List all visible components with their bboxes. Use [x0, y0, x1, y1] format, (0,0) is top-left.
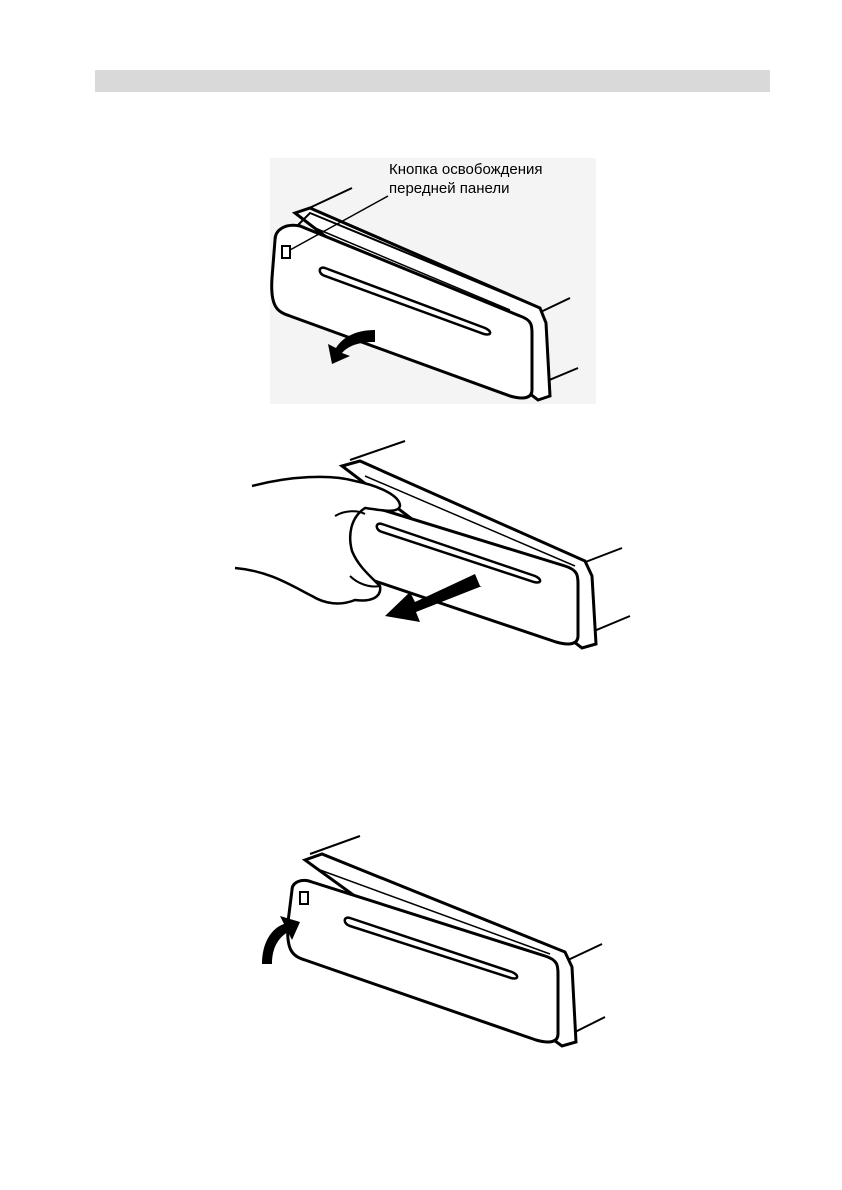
- header-bar: [95, 70, 770, 92]
- callout-line-2: передней панели: [389, 179, 543, 198]
- release-button: [300, 892, 308, 904]
- figure-remove-panel: [230, 436, 640, 650]
- release-button: [282, 246, 290, 258]
- callout-line-1: Кнопка освобождения: [389, 160, 543, 179]
- figure-attach-panel: [250, 832, 610, 1052]
- release-button-callout: Кнопка освобождения передней панели: [389, 160, 543, 198]
